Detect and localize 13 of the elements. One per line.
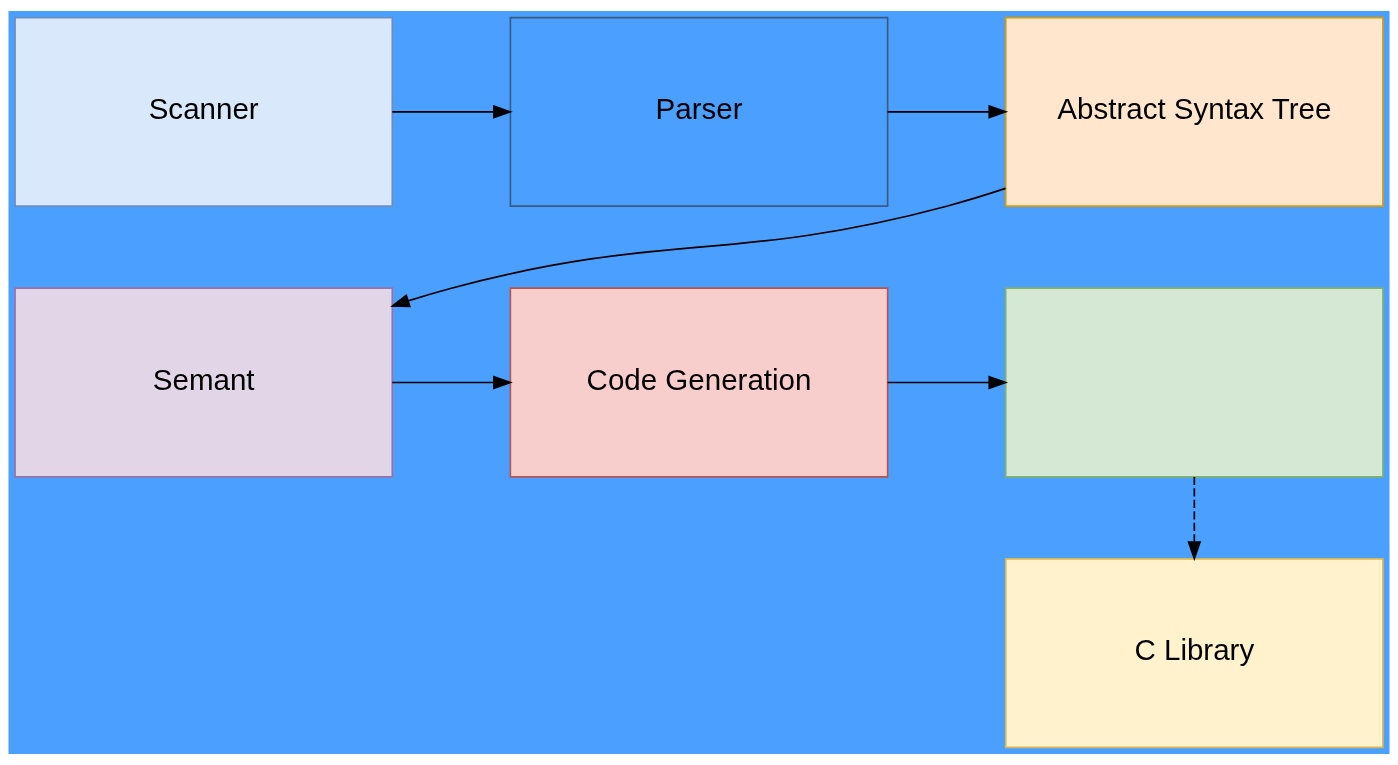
node-box: Semant [14, 287, 394, 478]
node-box [1004, 287, 1384, 478]
arrow [1187, 476, 1202, 561]
arrow [886, 375, 1009, 390]
node-box: Abstract Syntax Tree [1004, 16, 1384, 207]
arrow [391, 104, 513, 119]
arrow [886, 104, 1009, 119]
node-box: Scanner [14, 16, 394, 207]
node-box: C Library [1004, 558, 1384, 749]
arrow [391, 375, 513, 390]
arrow [390, 187, 1007, 308]
node-box: Code Generation [509, 287, 889, 478]
node-box: Parser [509, 16, 889, 207]
